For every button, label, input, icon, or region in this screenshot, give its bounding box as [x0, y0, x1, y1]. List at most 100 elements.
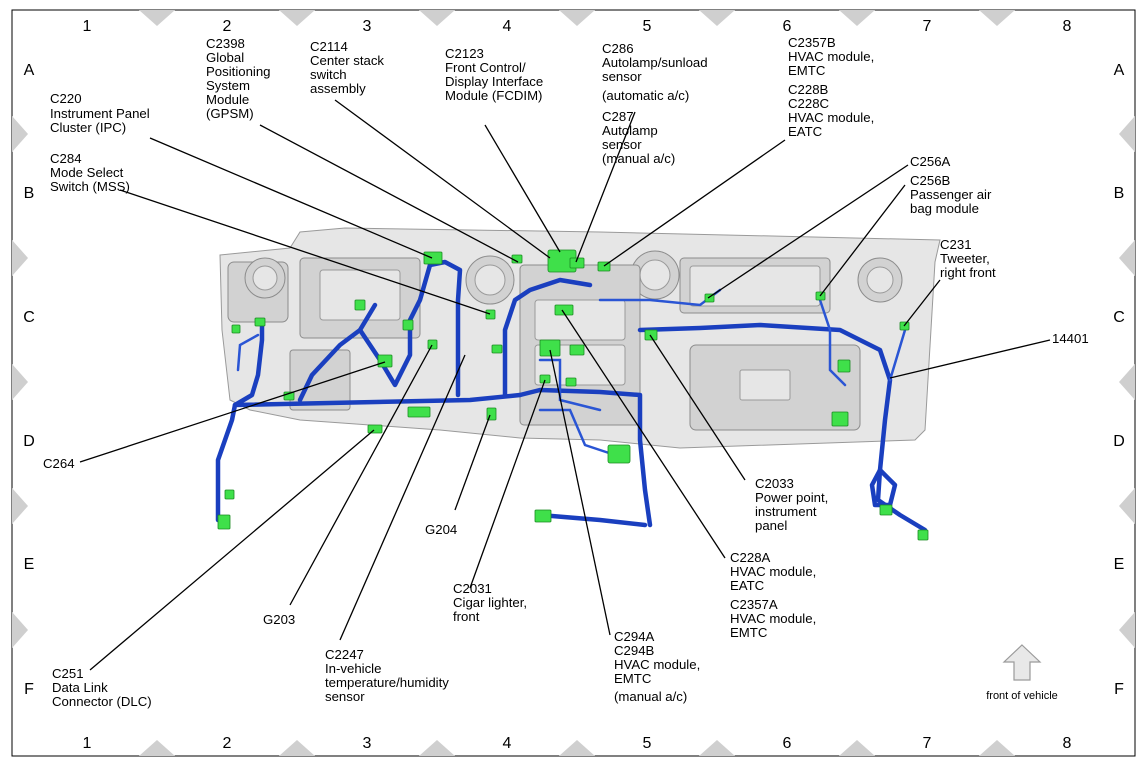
connector-left-2: [254, 317, 266, 327]
label-c231: C231 Tweeter, right front: [940, 237, 996, 280]
grid-notch-right-1: [1119, 116, 1135, 152]
grid-notch-bottom-7: [979, 740, 1015, 756]
row-label-right-e: E: [1114, 556, 1125, 573]
connector-left-5: [402, 319, 414, 331]
connector-c251: [217, 514, 231, 530]
grid-notch-bottom-3: [419, 740, 455, 756]
connector-g203: [427, 339, 438, 350]
col-label-bottom-6: 6: [783, 735, 792, 752]
label-c2247: C2247 In-vehicle temperature/humidity se…: [325, 647, 453, 704]
connector-right-upper: [837, 359, 851, 373]
connector-c220: [423, 251, 443, 265]
grid-notch-right-3: [1119, 364, 1135, 400]
connectors: [217, 249, 929, 541]
row-label-left-a: A: [24, 62, 35, 79]
label-c2031: C2031 Cigar lighter, front: [453, 581, 531, 624]
row-label-left-c: C: [23, 309, 35, 326]
grid-notch-left-1: [12, 116, 28, 152]
col-label-top-6: 6: [783, 18, 792, 35]
col-label-top-5: 5: [643, 18, 652, 35]
grid-notch-top-1: [139, 10, 175, 26]
connector-left-4: [354, 299, 366, 311]
col-label-top-4: 4: [503, 18, 512, 35]
connector-c2247: [367, 424, 383, 434]
connector-right-lower: [879, 504, 893, 516]
label-14401: 14401: [1052, 331, 1089, 346]
row-label-left-e: E: [24, 556, 35, 573]
grid-notch-bottom-2: [279, 740, 315, 756]
label-c264: C264: [43, 456, 75, 471]
row-label-left-d: D: [23, 433, 35, 450]
col-label-bottom-2: 2: [223, 735, 232, 752]
label-c284: C284 Mode Select Switch (MSS): [50, 151, 130, 194]
connector-c294: [539, 339, 561, 357]
connector-mid-3: [407, 406, 431, 418]
grid-notch-left-5: [12, 612, 28, 648]
label-c2357b: C2357B HVAC module, EMTC: [788, 35, 878, 78]
front-of-vehicle-legend: front of vehicle: [986, 644, 1058, 702]
col-label-top-2: 2: [223, 18, 232, 35]
label-c2114: C2114 Center stack switch assembly: [310, 39, 388, 96]
connector-right-mid: [831, 411, 849, 427]
row-label-left-f: F: [24, 681, 34, 698]
label-c228a: C228A HVAC module, EATC: [730, 550, 820, 593]
connector-c2033: [644, 329, 658, 341]
connector-blower: [607, 444, 631, 464]
row-label-right-c: C: [1113, 309, 1125, 326]
connector-c284: [485, 309, 496, 320]
label-c286: C286 Autolamp/sunload sensor (automatic …: [602, 41, 711, 103]
col-label-top-1: 1: [83, 18, 92, 35]
connector-left-6: [491, 344, 503, 354]
grid-notch-top-5: [699, 10, 735, 26]
col-label-bottom-3: 3: [363, 735, 372, 752]
label-c251: C251 Data Link Connector (DLC): [52, 666, 152, 709]
grid-notch-top-6: [839, 10, 875, 26]
connector-c228a: [554, 304, 574, 316]
col-label-bottom-4: 4: [503, 735, 512, 752]
label-c2123: C2123 Front Control/ Display Interface M…: [445, 46, 547, 103]
grid-notch-right-2: [1119, 240, 1135, 276]
grid-notch-top-3: [419, 10, 455, 26]
grid-notch-left-2: [12, 240, 28, 276]
leader-lines: [79, 99, 1051, 671]
grid-notch-bottom-1: [139, 740, 175, 756]
col-label-bottom-7: 7: [923, 735, 932, 752]
label-g204: G204: [425, 522, 457, 537]
connector-c264: [377, 354, 393, 368]
grid-notch-top-2: [279, 10, 315, 26]
col-label-top-7: 7: [923, 18, 932, 35]
grid-notch-left-3: [12, 364, 28, 400]
connector-mid-2: [565, 377, 577, 387]
grid-notch-right-5: [1119, 612, 1135, 648]
label-c256b: C256B Passenger air bag module: [910, 173, 995, 216]
connector-left-3: [231, 324, 241, 334]
col-label-bottom-8: 8: [1063, 735, 1072, 752]
row-label-right-a: A: [1114, 62, 1125, 79]
connector-c2031: [539, 374, 551, 384]
grid-notch-bottom-4: [559, 740, 595, 756]
grid-notch-top-4: [559, 10, 595, 26]
col-label-bottom-1: 1: [83, 735, 92, 752]
col-label-top-3: 3: [363, 18, 372, 35]
row-label-right-d: D: [1113, 433, 1125, 450]
grid-notch-right-4: [1119, 488, 1135, 524]
front-of-vehicle-label: front of vehicle: [986, 690, 1058, 702]
row-label-right-b: B: [1114, 185, 1125, 202]
grid-notch-top-7: [979, 10, 1015, 26]
label-c294: C294A C294B HVAC module, EMTC (manual a/…: [614, 629, 704, 704]
row-label-right-f: F: [1114, 681, 1124, 698]
grid-notch-bottom-5: [699, 740, 735, 756]
label-c256a: C256A: [910, 154, 951, 169]
connector-lower-center: [534, 509, 552, 523]
connector-left-1: [224, 489, 235, 500]
label-c228b: C228B C228C HVAC module, EATC: [788, 82, 878, 139]
grid-notches: [12, 10, 1135, 756]
label-g203: G203: [263, 612, 295, 627]
label-c287: C287 Autolamp sensor (manual a/c): [602, 109, 675, 166]
label-c2033: C2033 Power point, instrument panel: [755, 476, 832, 533]
grid-notch-left-4: [12, 488, 28, 524]
row-label-left-b: B: [24, 185, 35, 202]
grid-labels: 1 2 3 4 5 6 7 8 1 2 3 4 5 6 7 8 A B C D …: [23, 18, 1125, 752]
grid-notch-bottom-6: [839, 740, 875, 756]
